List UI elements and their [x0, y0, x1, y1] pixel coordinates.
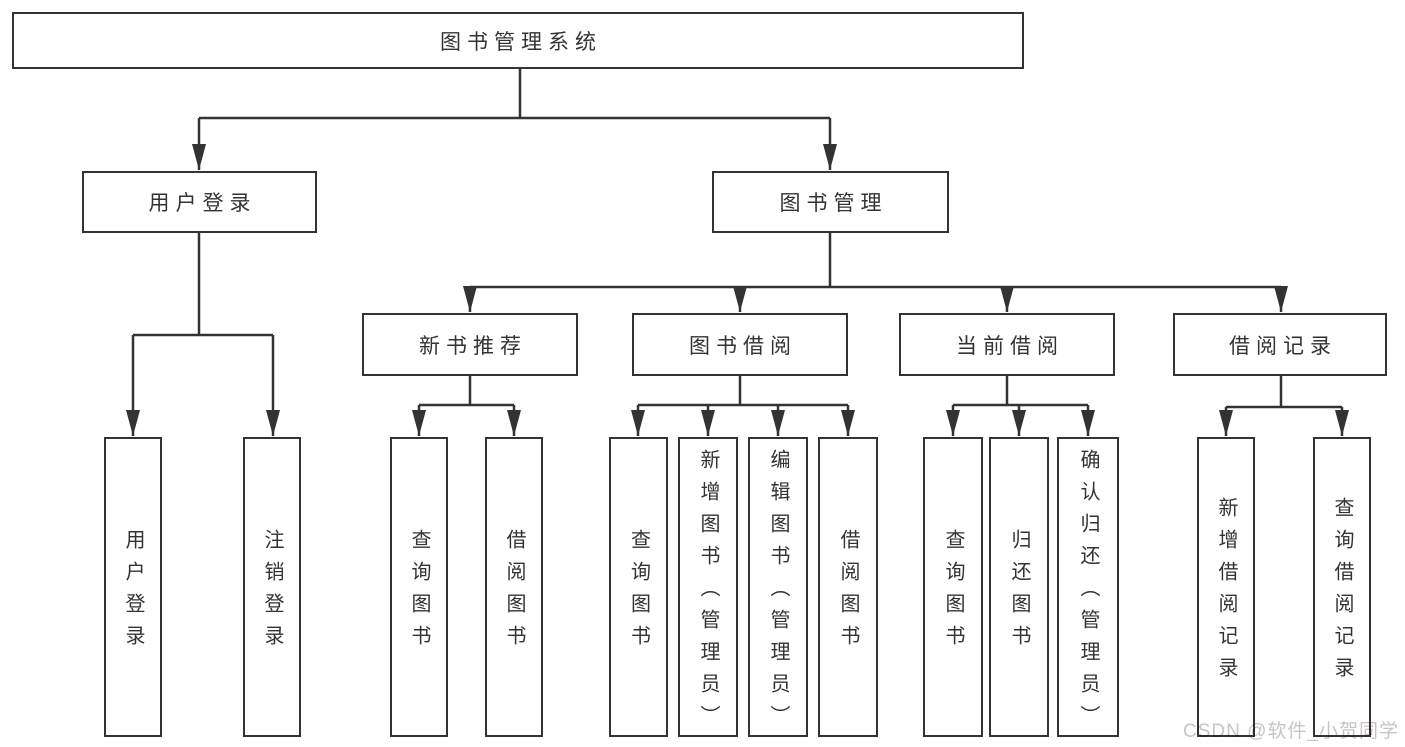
node-borrowing-query-books: 查询图书	[609, 437, 668, 737]
node-current-query-books-label: 查询图书	[942, 529, 964, 657]
node-borrowing-records: 借阅记录	[1173, 313, 1387, 376]
node-book-borrowing-label: 图书借阅	[689, 334, 797, 358]
node-add-books-admin: 新增图书（管理员）	[678, 437, 738, 737]
node-query-borrow-record-label: 查询借阅记录	[1331, 497, 1353, 689]
node-library-system-label: 图书管理系统	[440, 30, 602, 54]
node-book-management: 图书管理	[712, 171, 949, 233]
node-leaf-user-login: 用户登录	[104, 437, 162, 737]
node-query-borrow-record: 查询借阅记录	[1313, 437, 1371, 737]
node-current-borrowing-label: 当前借阅	[956, 334, 1064, 358]
node-leaf-logout-label: 注销登录	[261, 529, 283, 657]
node-recommend-query-books: 查询图书	[390, 437, 448, 737]
node-leaf-user-login-label: 用户登录	[122, 529, 144, 657]
node-leaf-logout: 注销登录	[243, 437, 301, 737]
node-book-borrowing: 图书借阅	[632, 313, 848, 376]
node-new-book-recommend-label: 新书推荐	[419, 334, 527, 358]
node-confirm-return-admin: 确认归还（管理员）	[1057, 437, 1119, 737]
node-recommend-borrow-books: 借阅图书	[485, 437, 543, 737]
node-borrow-books: 借阅图书	[818, 437, 878, 737]
node-return-books-label: 归还图书	[1008, 529, 1030, 657]
node-edit-books-admin: 编辑图书（管理员）	[748, 437, 808, 737]
node-user-login-label: 用户登录	[148, 192, 257, 215]
node-recommend-query-books-label: 查询图书	[408, 529, 430, 657]
node-add-books-admin-label: 新增图书（管理员）	[697, 449, 719, 737]
node-current-query-books: 查询图书	[923, 437, 983, 737]
node-borrow-books-label: 借阅图书	[837, 529, 859, 657]
node-borrowing-records-label: 借阅记录	[1229, 334, 1337, 358]
node-new-book-recommend: 新书推荐	[362, 313, 578, 376]
watermark: CSDN @软件_小贺同学	[1183, 721, 1399, 742]
node-user-login: 用户登录	[82, 171, 317, 233]
node-recommend-borrow-books-label: 借阅图书	[503, 529, 525, 657]
node-edit-books-admin-label: 编辑图书（管理员）	[767, 449, 789, 737]
node-library-system: 图书管理系统	[12, 12, 1024, 69]
node-book-management-label: 图书管理	[779, 192, 888, 215]
node-return-books: 归还图书	[989, 437, 1049, 737]
node-add-borrow-record: 新增借阅记录	[1197, 437, 1255, 737]
node-borrowing-query-books-label: 查询图书	[627, 529, 650, 657]
node-add-borrow-record-label: 新增借阅记录	[1215, 497, 1237, 689]
node-confirm-return-admin-label: 确认归还（管理员）	[1077, 449, 1099, 737]
node-current-borrowing: 当前借阅	[899, 313, 1115, 376]
